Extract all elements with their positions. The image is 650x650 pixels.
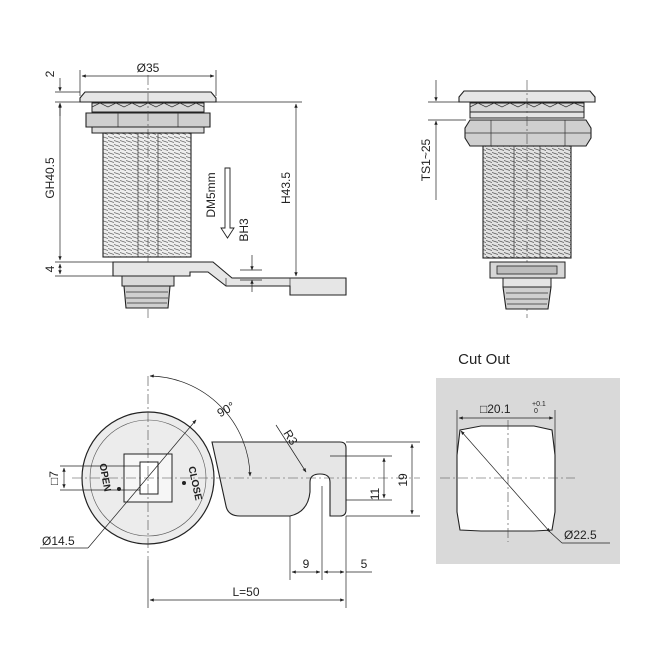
- open-dot: [117, 487, 121, 491]
- dim-face-dia: Ø14.5: [42, 534, 75, 548]
- cutout-view: Cut Out □20.1 +0.1 0 Ø22.5: [436, 351, 620, 564]
- dim-cutout-flat: □20.1: [480, 402, 511, 416]
- cam-arm: [211, 441, 347, 517]
- front-view: Ø35 2 GH40.5 4 H43.5 DM5mm BH3: [43, 61, 347, 318]
- dim-flange-thickness: 2: [43, 70, 57, 77]
- dim-flange-dia: Ø35: [137, 61, 160, 75]
- dim-cutout-tol-lower: 0: [534, 408, 538, 415]
- dim-panel-thickness: TS1~25: [419, 138, 433, 181]
- dim-slot-offset: 5: [361, 557, 368, 571]
- dim-cutout-dia: Ø22.5: [564, 528, 597, 542]
- dim-grip-height: GH40.5: [43, 157, 57, 199]
- dim-key-slot: □7: [47, 471, 61, 485]
- side-view: TS1~25: [419, 80, 596, 318]
- dim-length: L=50: [232, 585, 259, 599]
- cutout-shape: [456, 425, 556, 532]
- dim-cam-travel: DM5mm: [204, 172, 218, 217]
- dim-cam-width: 19: [396, 473, 410, 487]
- close-dot: [182, 481, 186, 485]
- dim-slot-depth: 9: [303, 557, 310, 571]
- threaded-body: [102, 132, 192, 258]
- cam-travel-arrow: [220, 167, 235, 239]
- dim-cutout-tol-upper: +0.1: [532, 401, 546, 408]
- screw-nut: [123, 285, 171, 309]
- side-screw: [502, 286, 552, 310]
- dim-cam-thickness: 4: [43, 265, 57, 272]
- dim-angle-arc: [149, 374, 252, 477]
- dim-slot-width: 11: [368, 487, 382, 500]
- dim-angle: 90°: [215, 399, 238, 420]
- label-open: OPEN: [97, 463, 113, 493]
- dim-total-height: H43.5: [279, 172, 293, 204]
- dim-bolt-height: BH3: [237, 218, 251, 242]
- cam-view: OPEN CLOSE 90° R3 □7 Ø14.5 11 19: [40, 374, 420, 608]
- cutout-title: Cut Out: [458, 351, 511, 368]
